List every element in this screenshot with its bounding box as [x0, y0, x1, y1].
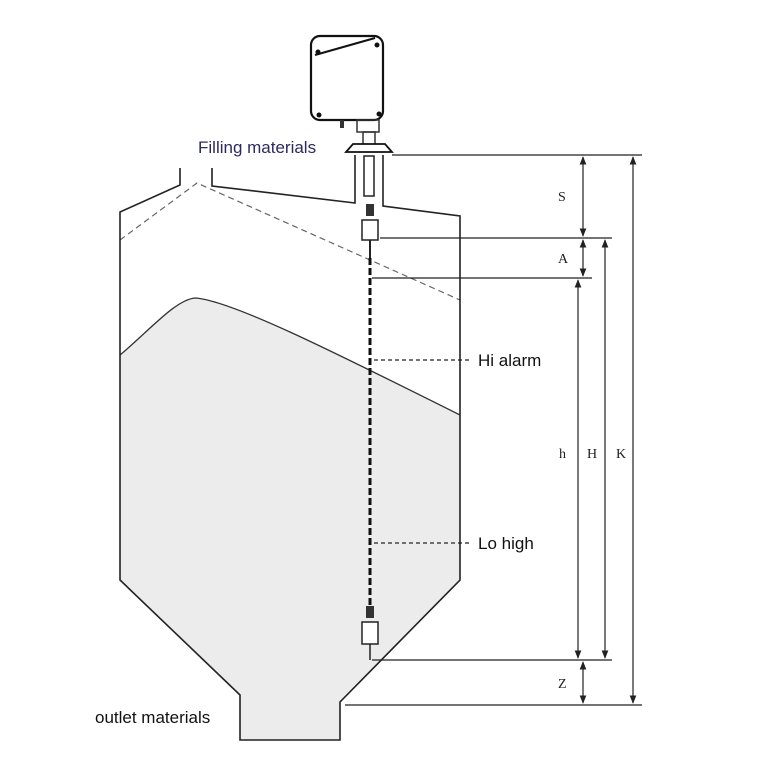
- dimension-lines: [345, 154, 642, 706]
- dim-label-A: A: [558, 252, 569, 267]
- silo-outline: [119, 155, 461, 741]
- material-surface: [119, 297, 461, 416]
- filling-materials-label: Filling materials: [198, 138, 316, 157]
- dim-label-h: h: [559, 447, 566, 462]
- dim-label-H: H: [587, 447, 597, 462]
- lo-high-label: Lo high: [478, 534, 534, 553]
- dimension-arrows: [574, 156, 637, 704]
- dim-label-K: K: [616, 447, 626, 462]
- hi-alarm-label: Hi alarm: [478, 351, 541, 370]
- max-fill-dashed-line: [119, 182, 461, 301]
- outlet-materials-label: outlet materials: [95, 708, 210, 727]
- dim-label-S: S: [558, 190, 566, 205]
- stored-material: [120, 298, 460, 740]
- lower-weight: [361, 606, 379, 660]
- dim-label-Z: Z: [558, 677, 567, 692]
- level-switch-device: [309, 34, 394, 258]
